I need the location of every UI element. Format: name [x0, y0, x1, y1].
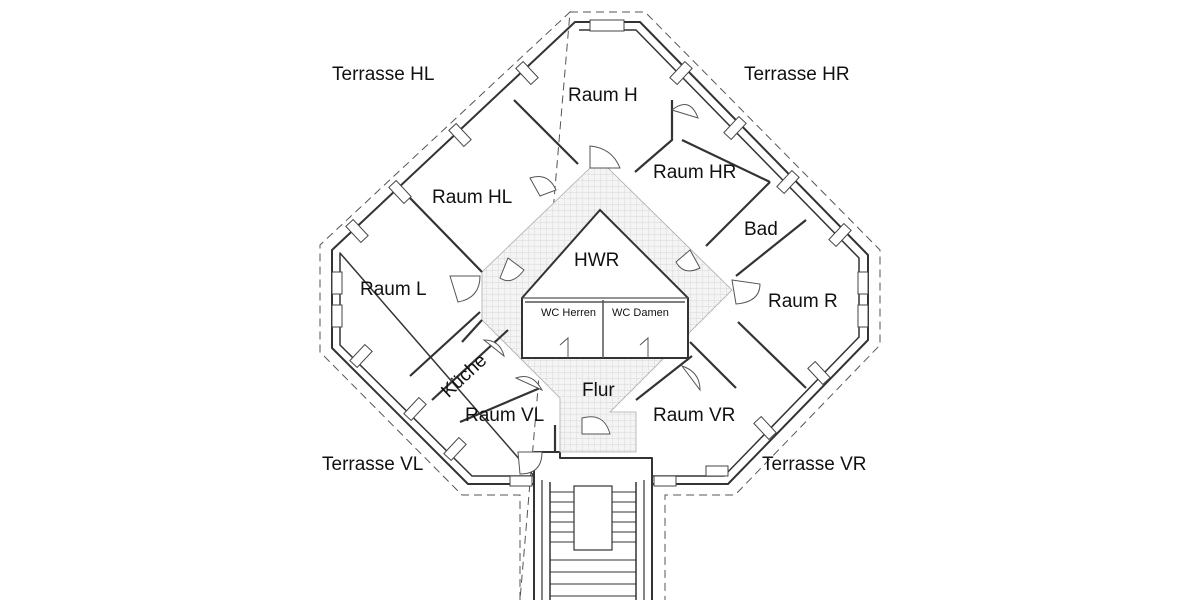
doors — [449, 104, 761, 475]
stairwell — [533, 480, 653, 600]
label-wc-herren: WC Herren — [541, 307, 596, 319]
label-raum-vl: Raum VL — [465, 405, 544, 426]
windows — [331, 19, 869, 487]
label-terrasse-vr: Terrasse VR — [762, 454, 867, 475]
label-raum-hl: Raum HL — [432, 187, 512, 208]
label-raum-r: Raum R — [768, 291, 838, 312]
label-terrasse-vl: Terrasse VL — [322, 454, 423, 475]
interior-walls — [409, 99, 807, 452]
label-wc-damen: WC Damen — [612, 307, 669, 319]
label-terrasse-hr: Terrasse HR — [744, 64, 850, 85]
label-raum-vr: Raum VR — [653, 405, 735, 426]
label-flur: Flur — [582, 380, 615, 401]
hwr-core — [521, 208, 689, 359]
label-raum-l: Raum L — [360, 279, 427, 300]
terrace-outline — [319, 10, 881, 600]
label-terrasse-hl: Terrasse HL — [332, 64, 434, 85]
label-bad: Bad — [744, 219, 778, 240]
label-raum-h: Raum H — [568, 85, 638, 106]
label-hwr: HWR — [574, 250, 619, 271]
label-kueche: Küche — [437, 350, 491, 402]
label-raum-hr: Raum HR — [653, 162, 736, 183]
